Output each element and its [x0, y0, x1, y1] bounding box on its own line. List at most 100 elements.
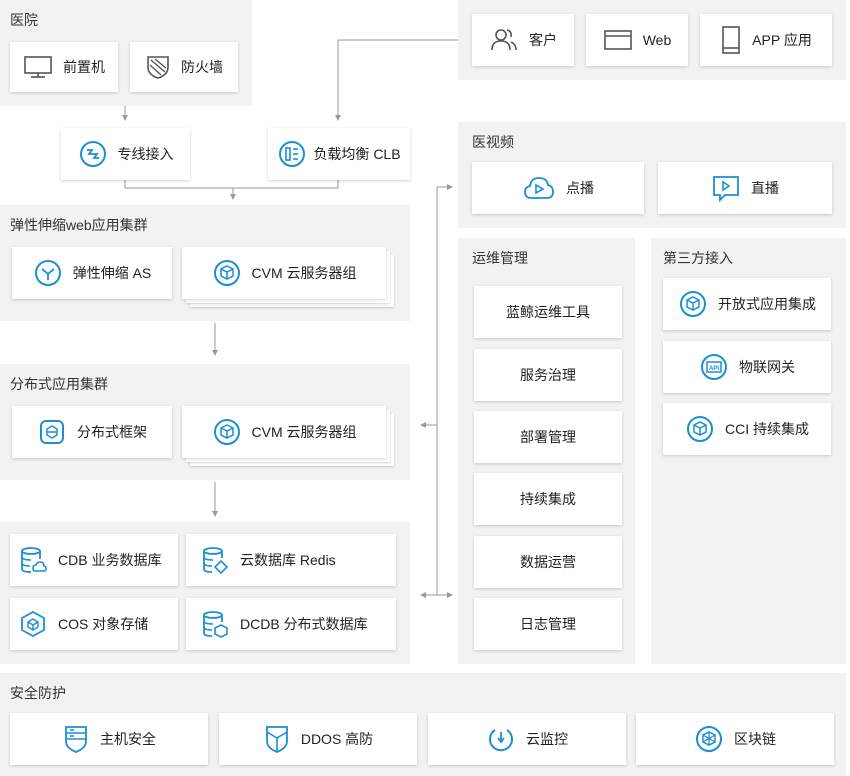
ops-item-data-ops[interactable]: 数据运营	[474, 536, 622, 588]
ddos-label: DDOS 高防	[300, 731, 374, 747]
blockchain-label: 区块链	[734, 731, 776, 747]
ops-item-logs[interactable]: 日志管理	[474, 598, 622, 650]
web-label: Web	[642, 32, 672, 48]
dedicated-line-label: 专线接入	[117, 146, 174, 162]
ops-item-deployment[interactable]: 部署管理	[474, 411, 622, 463]
api-gateway-icon: API	[699, 352, 729, 382]
dist-framework-card[interactable]: 分布式框架	[12, 406, 172, 458]
vod-card[interactable]: 点播	[472, 162, 644, 214]
ddos-shield-icon	[263, 724, 291, 754]
live-label: 直播	[751, 180, 779, 196]
customer-label: 客户	[529, 32, 557, 48]
clb-card[interactable]: 负载均衡 CLB	[268, 128, 410, 180]
firewall-card[interactable]: 防火墙	[130, 42, 238, 92]
open-app-card[interactable]: 开放式应用集成	[663, 278, 831, 330]
video-panel: 医视频 点播 直播	[458, 122, 846, 228]
open-app-label: 开放式应用集成	[718, 296, 816, 312]
ops-item-label: 持续集成	[520, 491, 576, 507]
live-screen-icon	[711, 174, 741, 202]
security-panel: 安全防护 主机安全 DDOS 高防 云监控 区块链	[0, 673, 846, 776]
ops-item-service-governance[interactable]: 服务治理	[474, 349, 622, 401]
cvm-cube-icon	[212, 258, 242, 288]
cci-card[interactable]: CCI 持续集成	[663, 403, 831, 455]
storage-panel: CDB 业务数据库 云数据库 Redis COS 对象存储 DCDB 分布式数据…	[0, 522, 410, 664]
svg-text:API: API	[709, 366, 719, 372]
ops-item-ci[interactable]: 持续集成	[474, 473, 622, 525]
auto-scaling-label: 弹性伸缩 AS	[72, 265, 152, 281]
ops-item-label: 数据运营	[520, 554, 576, 570]
ops-item-label: 部署管理	[520, 429, 576, 445]
distributed-title: 分布式应用集群	[10, 376, 108, 392]
ops-item-bluewhale[interactable]: 蓝鲸运维工具	[474, 286, 622, 338]
auto-scaling-icon	[33, 258, 63, 288]
server-shield-icon	[62, 724, 90, 754]
web-card[interactable]: Web	[586, 14, 688, 66]
video-title: 医视频	[472, 134, 514, 150]
elastic-title: 弹性伸缩web应用集群	[10, 217, 148, 233]
elastic-panel: 弹性伸缩web应用集群 弹性伸缩 AS CVM 云服务器组	[0, 205, 410, 321]
dcdb-card[interactable]: DCDB 分布式数据库	[186, 598, 396, 650]
front-machine-label: 前置机	[63, 59, 105, 75]
iot-gateway-card[interactable]: API 物联网关	[663, 341, 831, 393]
monitor-gauge-icon	[486, 724, 516, 754]
ops-title: 运维管理	[472, 250, 528, 266]
database-icon	[18, 544, 48, 576]
live-card[interactable]: 直播	[658, 162, 832, 214]
framework-icon	[37, 417, 67, 447]
ddos-card[interactable]: DDOS 高防	[219, 713, 417, 765]
cloud-play-icon	[522, 174, 556, 202]
line-access-merge	[124, 180, 339, 189]
dcdb-label: DCDB 分布式数据库	[240, 616, 368, 632]
distributed-database-icon	[200, 608, 230, 640]
third-party-title: 第三方接入	[663, 250, 733, 266]
dist-framework-label: 分布式框架	[77, 424, 147, 440]
ops-item-label: 蓝鲸运维工具	[506, 304, 590, 320]
redis-label: 云数据库 Redis	[240, 552, 336, 568]
iot-gateway-label: 物联网关	[739, 359, 795, 375]
third-party-panel: 第三方接入 开放式应用集成 API 物联网关 CCI 持续集成	[651, 238, 846, 664]
redis-card[interactable]: 云数据库 Redis	[186, 534, 396, 586]
cci-icon	[685, 414, 715, 444]
clients-panel: 客户 Web APP 应用	[458, 0, 846, 80]
clb-label: 负载均衡 CLB	[313, 146, 401, 162]
hospital-panel: 医院 前置机 防火墙	[0, 0, 252, 106]
host-security-card[interactable]: 主机安全	[10, 713, 208, 765]
monitor-icon	[23, 54, 53, 80]
host-security-label: 主机安全	[100, 731, 156, 747]
cvm-group-card-2[interactable]: CVM 云服务器组	[182, 406, 386, 458]
firewall-shield-icon	[145, 54, 171, 80]
front-machine-card[interactable]: 前置机	[10, 42, 118, 92]
dedicated-line-card[interactable]: 专线接入	[61, 128, 190, 180]
load-balancer-icon	[277, 139, 307, 169]
line-clients-to-clb	[335, 39, 458, 121]
app-label: APP 应用	[752, 32, 812, 48]
app-card[interactable]: APP 应用	[700, 14, 832, 66]
cos-card[interactable]: COS 对象存储	[10, 598, 178, 650]
cci-label: CCI 持续集成	[725, 421, 809, 437]
cloud-monitor-label: 云监控	[526, 731, 568, 747]
ops-panel: 运维管理 蓝鲸运维工具 服务治理 部署管理 持续集成 数据运营 日志管理	[458, 238, 635, 664]
firewall-label: 防火墙	[181, 59, 223, 75]
security-title: 安全防护	[10, 685, 66, 701]
cvm-group-label-1: CVM 云服务器组	[251, 265, 357, 281]
mobile-phone-icon	[720, 25, 742, 55]
cdb-label: CDB 业务数据库	[58, 552, 162, 568]
cdb-card[interactable]: CDB 业务数据库	[10, 534, 178, 586]
distributed-panel: 分布式应用集群 分布式框架 CVM 云服务器组	[0, 364, 410, 480]
cvm-group-label-2: CVM 云服务器组	[251, 424, 357, 440]
vod-label: 点播	[566, 180, 594, 196]
auto-scaling-card[interactable]: 弹性伸缩 AS	[12, 247, 172, 299]
cvm-group-card-1[interactable]: CVM 云服务器组	[182, 247, 386, 299]
blockchain-icon	[694, 724, 724, 754]
cvm-group-stack-2: CVM 云服务器组	[182, 406, 396, 468]
users-icon	[489, 26, 519, 54]
cloud-monitor-card[interactable]: 云监控	[428, 713, 626, 765]
blockchain-card[interactable]: 区块链	[636, 713, 834, 765]
customer-card[interactable]: 客户	[472, 14, 574, 66]
open-integration-icon	[678, 289, 708, 319]
cvm-cube-icon	[212, 417, 242, 447]
cos-label: COS 对象存储	[58, 616, 149, 632]
hospital-title: 医院	[10, 12, 38, 28]
browser-window-icon	[603, 28, 633, 52]
ops-item-label: 服务治理	[520, 367, 576, 383]
